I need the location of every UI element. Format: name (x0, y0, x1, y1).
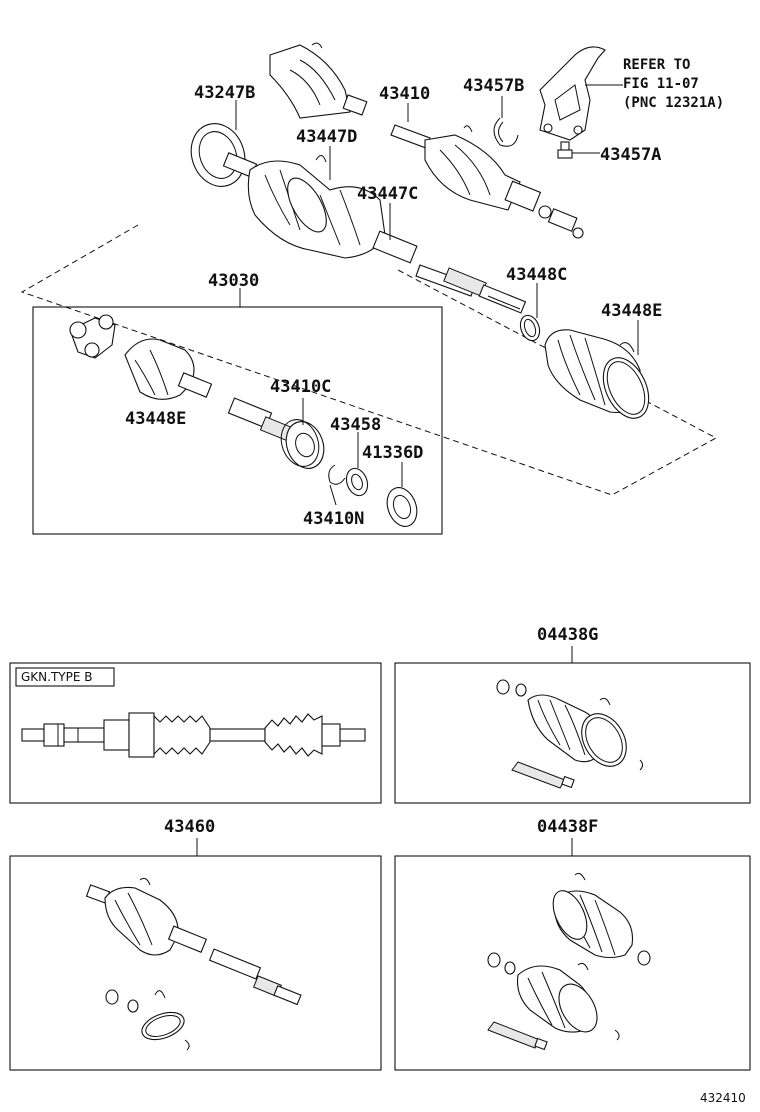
reference-line1: REFER TO (623, 57, 690, 73)
boot-kit-04438F (487, 872, 651, 1051)
ring-43458 (345, 432, 369, 497)
gkn-shaft (21, 712, 366, 758)
snap-ring-43457B (493, 117, 519, 147)
label-43457A: 43457A (600, 145, 661, 165)
bracket (539, 46, 623, 141)
footer-code: 432410 (700, 1091, 746, 1105)
gkn-label: GKN.TYPE B (21, 670, 92, 684)
upper-shaft (390, 124, 584, 239)
box-gkn-type-b (9, 662, 382, 804)
reference-line3: (PNC 12321A) (623, 95, 724, 111)
label-43447D: 43447D (296, 127, 357, 147)
label-43410N: 43410N (303, 509, 364, 529)
inner-joint-housing (124, 338, 295, 442)
label-43448E-right: 43448E (601, 301, 662, 321)
label-04438F: 04438F (537, 817, 598, 837)
label-43458: 43458 (330, 415, 381, 435)
label-04438G: 04438G (537, 625, 598, 645)
seal-41336D (386, 462, 418, 527)
boot-43448E-right (544, 329, 650, 419)
snap-ring-43410N (328, 464, 346, 506)
bearing-43410C (280, 398, 325, 469)
label-43460: 43460 (164, 817, 215, 837)
label-43447C: 43447C (357, 184, 418, 204)
tripod-joint (69, 314, 116, 359)
label-43410: 43410 (379, 84, 430, 104)
gkn-tag (15, 667, 115, 687)
upper-outer-joint (269, 42, 368, 119)
box-04438G (394, 662, 751, 804)
shaft-43460 (85, 877, 302, 1051)
label-43410C: 43410C (270, 377, 331, 397)
label-43448C: 43448C (506, 265, 567, 285)
clamp-43448C (519, 314, 541, 342)
bolt-43457A (557, 141, 600, 159)
box-04438F (394, 855, 751, 1071)
reference-line2: FIG 11-07 (623, 76, 699, 92)
label-43030: 43030 (208, 271, 259, 291)
box-43460 (9, 855, 382, 1071)
boot-kit-04438G (496, 679, 643, 789)
main-shaft (190, 123, 527, 314)
label-41336D: 41336D (362, 443, 423, 463)
label-43448E-left: 43448E (125, 409, 186, 429)
label-43247B: 43247B (194, 83, 255, 103)
label-43457B: 43457B (463, 76, 524, 96)
box-43030 (32, 306, 443, 535)
